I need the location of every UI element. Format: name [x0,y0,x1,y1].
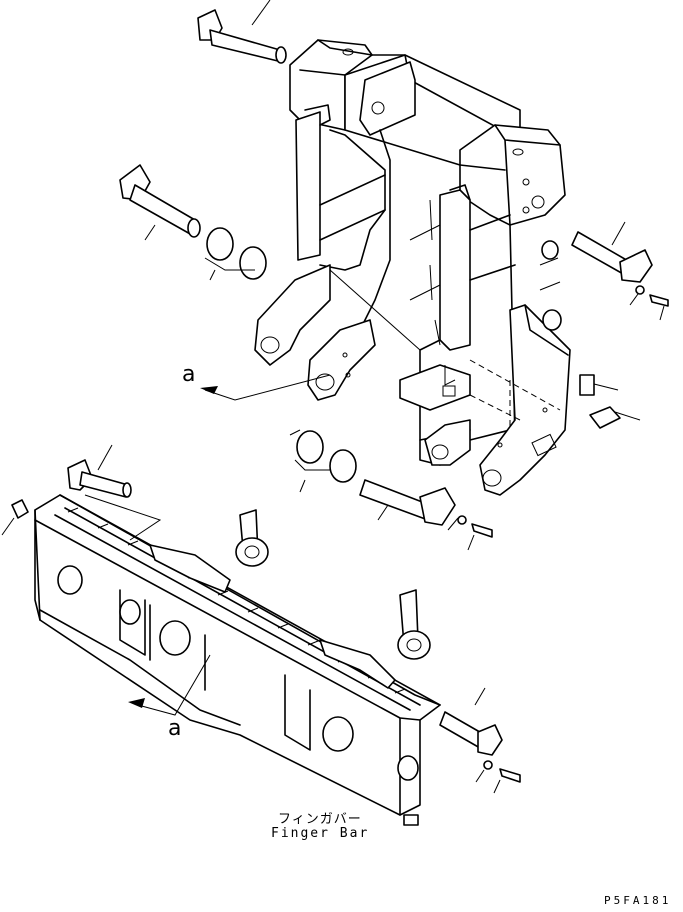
caption-japanese: フィンガバー [278,812,362,827]
drawing-code: P5FA181 [604,894,672,907]
caption-english: Finger Bar [271,826,370,841]
collar-pair-lower [289,429,357,493]
carriage-frame [254,39,571,496]
view-arrow-a-lower [128,654,211,716]
collar-pair-upper [204,227,267,281]
upper-pins [119,0,669,551]
view-arrow-a-upper [200,374,331,401]
view-marker-a-lower: a [168,716,182,741]
view-marker-a-upper: a [182,362,196,387]
finger-bar [1,444,521,826]
